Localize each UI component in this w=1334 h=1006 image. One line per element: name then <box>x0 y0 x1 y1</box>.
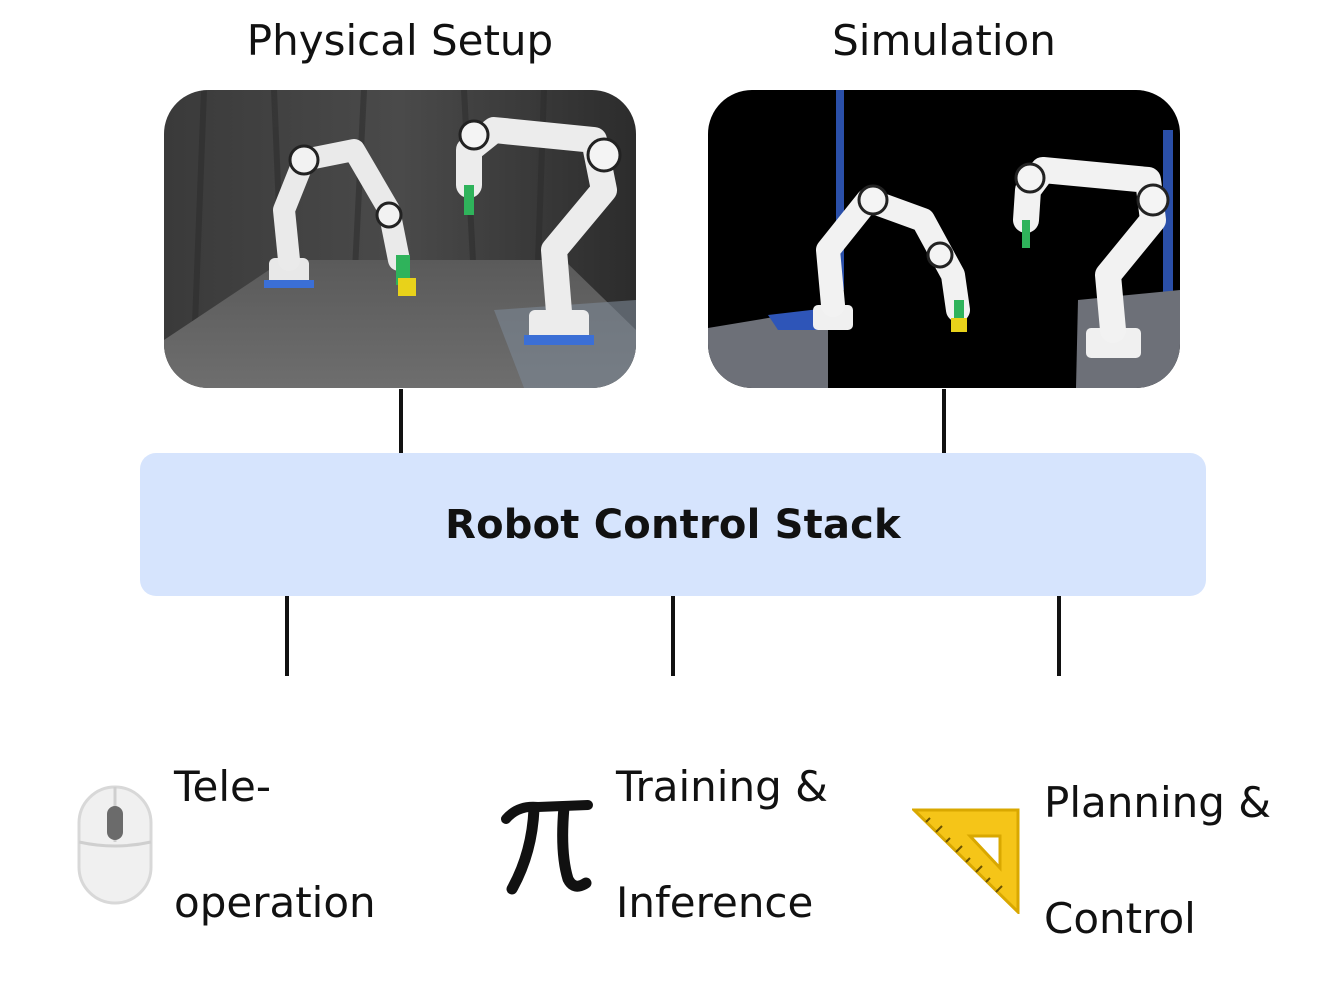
simulation-heading: Simulation <box>832 16 1056 65</box>
connector-physical-to-stack <box>399 389 403 453</box>
physical-setup-image <box>164 90 636 388</box>
physical-setup-heading: Physical Setup <box>246 16 554 65</box>
computer-mouse-icon <box>76 784 154 906</box>
teleoperation-node: Tele- operation <box>76 700 376 990</box>
robot-control-stack-box: Robot Control Stack <box>140 453 1206 596</box>
connector-stack-to-planning <box>1057 596 1061 676</box>
robot-control-stack-label: Robot Control Stack <box>445 501 901 548</box>
training-inference-label: Training & Inference <box>616 762 828 927</box>
connector-stack-to-training <box>671 596 675 676</box>
set-square-ruler-icon <box>912 808 1020 914</box>
connector-simulation-to-stack <box>942 389 946 453</box>
pi-symbol-icon <box>498 793 594 897</box>
simulation-image <box>708 90 1180 388</box>
teleoperation-label: Tele- operation <box>174 762 376 927</box>
connector-stack-to-teleop <box>285 596 289 676</box>
planning-control-node: Planning & Control <box>912 716 1271 1006</box>
training-inference-node: Training & Inference <box>498 700 828 990</box>
planning-control-label: Planning & Control <box>1044 778 1272 943</box>
